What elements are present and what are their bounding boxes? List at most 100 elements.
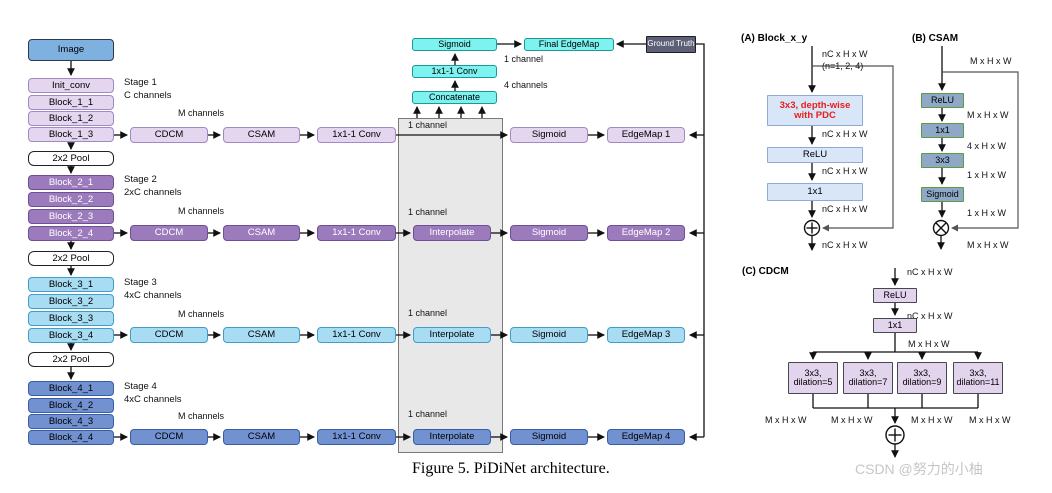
cdcm-box-row4: CDCM	[130, 429, 208, 445]
panel-b-1x1-box: 1x1	[921, 123, 964, 138]
block-2-1: Block_2_1	[28, 175, 114, 190]
stage3-label: Stage 3	[124, 277, 157, 288]
one-channel-label-row4: 1 channel	[408, 409, 448, 419]
m-channels-label-row3: M channels	[178, 309, 225, 319]
panel-b-dim4: 1 x H x W	[967, 208, 1007, 218]
dilation-7-box: 3x3,dilation=7	[843, 362, 893, 394]
panel-b-3x3-box: 3x3	[921, 153, 964, 168]
panel-c-1x1-box: 1x1	[873, 318, 917, 333]
block-4-4: Block_4_4	[28, 430, 114, 445]
m-channels-label-row4: M channels	[178, 411, 225, 421]
panel-a-dim3: nC x H x W	[822, 204, 868, 214]
block-init-conv: Init_conv	[28, 78, 114, 93]
fusion-one-channel-label: 1 channel	[504, 54, 544, 64]
conv-box-row2: 1x1-1 Conv	[317, 225, 396, 241]
ground-truth-box: Ground Truth	[646, 36, 696, 53]
panel-c-dim-in: nC x H x W	[907, 267, 953, 277]
panel-c-dim-mid: nC x H x W	[907, 311, 953, 321]
cdcm-box-row1: CDCM	[130, 127, 208, 143]
panel-a-1x1-box: 1x1	[767, 183, 863, 201]
block-1-1: Block_1_1	[28, 95, 114, 110]
panel-b-sigmoid-box: Sigmoid	[921, 187, 964, 202]
panel-a-dim2: nC x H x W	[822, 166, 868, 176]
dilation-5-box: 3x3,dilation=5	[788, 362, 838, 394]
conv-box-row1: 1x1-1 Conv	[317, 127, 396, 143]
block-4-1: Block_4_1	[28, 381, 114, 396]
panel-c-out-dim-4: M x H x W	[969, 415, 1011, 425]
block-2-3: Block_2_3	[28, 209, 114, 224]
panel-b-relu-box: ReLU	[921, 93, 964, 108]
block-1-2: Block_1_2	[28, 111, 114, 126]
fusion-conv-box: 1x1-1 Conv	[412, 65, 497, 78]
one-channel-label-row2: 1 channel	[408, 207, 448, 217]
panel-b-title: (B) CSAM	[912, 33, 959, 44]
stage2-label: Stage 2	[124, 174, 157, 185]
sigmoid-box-row3: Sigmoid	[510, 327, 588, 343]
panel-c-dim-m: M x H x W	[908, 339, 950, 349]
block-3-4: Block_3_4	[28, 328, 114, 343]
sigmoid-box-row4: Sigmoid	[510, 429, 588, 445]
panel-c-relu-box: ReLU	[873, 288, 917, 303]
stage3-channels-label: 4xC channels	[124, 290, 182, 301]
csam-box-row3: CSAM	[223, 327, 300, 343]
panel-c-title: (C) CDCM	[742, 266, 789, 277]
conv-box-row3: 1x1-1 Conv	[317, 327, 396, 343]
stage4-label: Stage 4	[124, 381, 157, 392]
dilation-11-box: 3x3,dilation=11	[953, 362, 1003, 394]
stage4-channels-label: 4xC channels	[124, 394, 182, 405]
csam-box-row1: CSAM	[223, 127, 300, 143]
block-3-2: Block_3_2	[28, 294, 114, 309]
cdcm-box-row2: CDCM	[130, 225, 208, 241]
interpolate-box-row4: Interpolate	[413, 429, 491, 445]
figure-caption: Figure 5. PiDiNet architecture.	[412, 460, 610, 477]
panel-c-out-dim-3: M x H x W	[911, 415, 953, 425]
block-1-3: Block_1_3	[28, 127, 114, 142]
stage1-channels-label: C channels	[124, 90, 172, 101]
panel-a-dim-n: (n=1, 2, 4)	[822, 61, 864, 71]
cdcm-box-row3: CDCM	[130, 327, 208, 343]
block-2-4: Block_2_4	[28, 226, 114, 241]
pool-3-box: 2x2 Pool	[28, 352, 114, 367]
concatenate-box: Concatenate	[412, 91, 497, 104]
panel-c-out-dim-2: M x H x W	[831, 415, 873, 425]
block-4-3: Block_4_3	[28, 414, 114, 429]
panel-b-dim1: M x H x W	[967, 110, 1009, 120]
image-input-box: Image	[28, 39, 114, 61]
panel-b-dim-in: M x H x W	[970, 56, 1012, 66]
conv-box-row4: 1x1-1 Conv	[317, 429, 396, 445]
panel-a-title: (A) Block_x_y	[741, 33, 808, 44]
csam-box-row2: CSAM	[223, 225, 300, 241]
fusion-four-channels-label: 4 channels	[504, 80, 548, 90]
block-3-3: Block_3_3	[28, 311, 114, 326]
panel-a-dim-out: nC x H x W	[822, 240, 868, 250]
panel-b-dim-out: M x H x W	[967, 240, 1009, 250]
pool-2-box: 2x2 Pool	[28, 251, 114, 266]
edgemap-2-box: EdgeMap 2	[607, 225, 685, 241]
block-3-1: Block_3_1	[28, 277, 114, 292]
panel-a-dim-in: nC x H x W	[822, 49, 868, 59]
fusion-sigmoid-box: Sigmoid	[412, 38, 497, 51]
stage1-label: Stage 1	[124, 77, 157, 88]
dilation-9-box: 3x3,dilation=9	[897, 362, 947, 394]
panel-b-dim3: 1 x H x W	[967, 170, 1007, 180]
interpolate-box-row2: Interpolate	[413, 225, 491, 241]
m-channels-label-row1: M channels	[178, 108, 225, 118]
panel-b-dim2: 4 x H x W	[967, 141, 1007, 151]
sigmoid-box-row2: Sigmoid	[510, 225, 588, 241]
edgemap-1-box: EdgeMap 1	[607, 127, 685, 143]
one-channel-label-row3: 1 channel	[408, 308, 448, 318]
pool-1-box: 2x2 Pool	[28, 151, 114, 166]
one-channel-label-row1: 1 channel	[408, 120, 448, 130]
panel-a-dim1: nC x H x W	[822, 129, 868, 139]
panel-a-relu-box: ReLU	[767, 147, 863, 163]
csam-box-row4: CSAM	[223, 429, 300, 445]
final-edgemap-box: Final EdgeMap	[524, 38, 614, 51]
fusion-region-panel	[398, 118, 503, 453]
sigmoid-box-row1: Sigmoid	[510, 127, 588, 143]
pdc-conv-box: 3x3, depth-wise with PDC	[767, 95, 863, 126]
csdn-watermark: CSDN @努力的小柚	[855, 461, 983, 477]
edgemap-3-box: EdgeMap 3	[607, 327, 685, 343]
m-channels-label-row2: M channels	[178, 206, 225, 216]
